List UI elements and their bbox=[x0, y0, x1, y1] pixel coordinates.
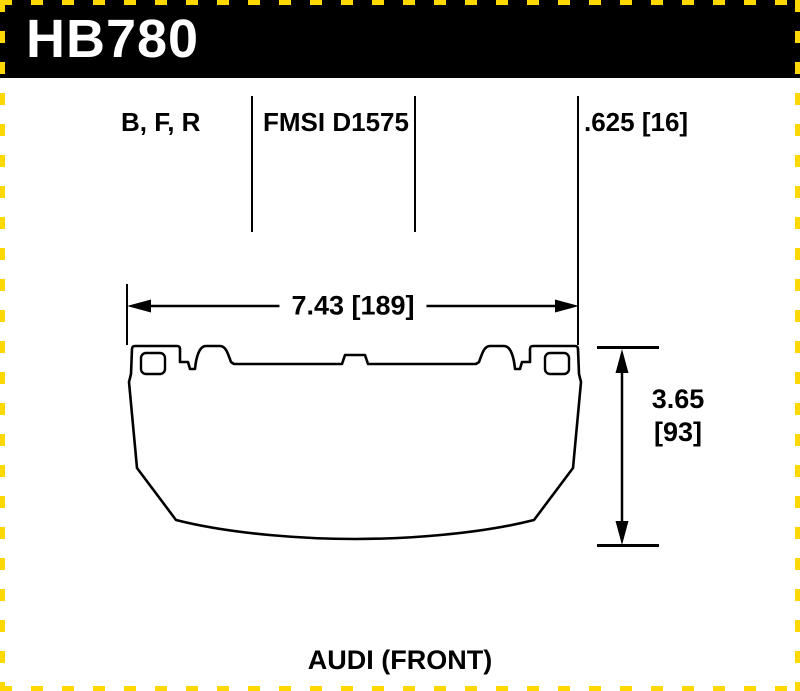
height-dimension-arrow bbox=[615, 349, 629, 545]
arrowhead-up-icon bbox=[615, 349, 629, 373]
arrowhead-left-icon bbox=[127, 299, 151, 313]
abutment-hole-right bbox=[543, 351, 571, 376]
height-value-mm: [93] bbox=[653, 417, 702, 447]
arrowhead-down-icon bbox=[615, 521, 629, 545]
separator-line-2 bbox=[414, 96, 416, 232]
header-bar: HB780 bbox=[0, 0, 800, 78]
abutment-hole-left bbox=[139, 351, 167, 376]
width-dimension-label: 7.43 [189] bbox=[279, 290, 427, 322]
extension-line-right bbox=[577, 96, 579, 345]
arrowhead-right-icon bbox=[555, 299, 579, 313]
height-dimension-label: 3.65 [93] bbox=[633, 383, 723, 449]
height-value-inches: 3.65 bbox=[651, 384, 705, 414]
pad-thickness: .625 [16] bbox=[584, 107, 689, 137]
application-caption: AUDI (FRONT) bbox=[307, 645, 493, 675]
dashed-border-top bbox=[0, 0, 800, 5]
height-extension-line-top bbox=[597, 346, 659, 349]
dashed-border-bottom bbox=[0, 686, 800, 691]
height-extension-line-bottom bbox=[597, 544, 659, 547]
dashed-border-right bbox=[795, 0, 800, 691]
extension-line-left bbox=[126, 284, 128, 345]
separator-line-1 bbox=[251, 96, 253, 232]
compound-codes: B, F, R bbox=[121, 107, 201, 137]
pad-backing-plate-outline bbox=[127, 344, 583, 541]
brake-pad-outline-drawing bbox=[127, 344, 583, 541]
part-number: HB780 bbox=[26, 9, 200, 69]
fmsi-number: FMSI D1575 bbox=[263, 107, 409, 137]
dashed-border-left bbox=[0, 0, 5, 691]
